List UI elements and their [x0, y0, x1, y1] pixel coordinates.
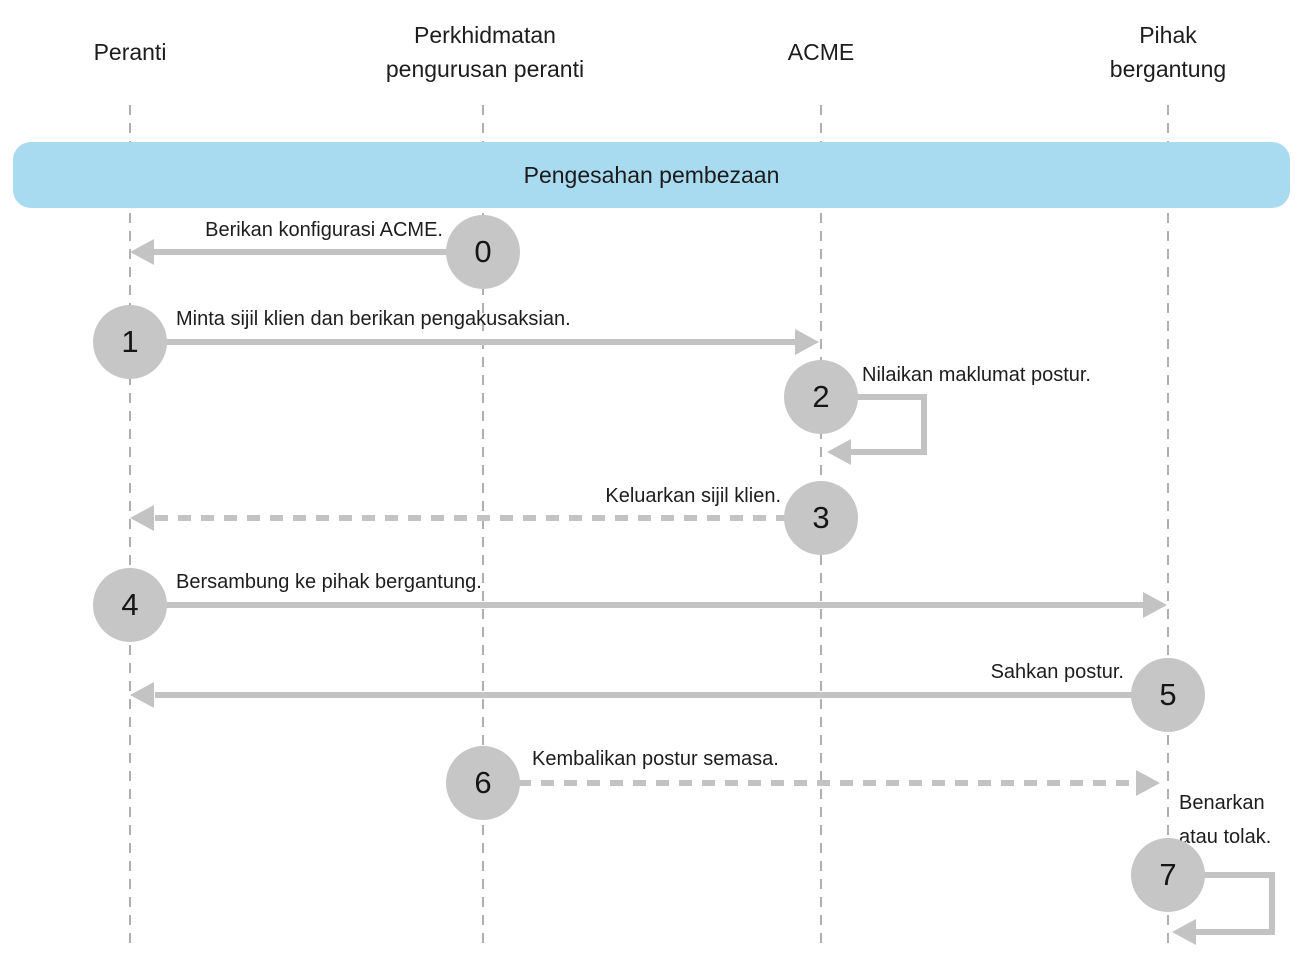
step-7-label: Benarkan atau tolak.	[1179, 792, 1272, 848]
phase-banner: Pengesahan pembezaan	[13, 142, 1290, 208]
step-7-badge: 7	[1131, 838, 1205, 912]
step-1-badge: 1	[93, 305, 167, 379]
step-5-badge: 5	[1131, 658, 1205, 732]
step-4-badge: 4	[93, 568, 167, 642]
step-5-arrowhead-icon	[130, 682, 154, 708]
actor-label-device-management-service: Perkhidmatan pengurusan peranti	[385, 21, 585, 83]
actor-label-relying-party: Pihak bergantung	[1109, 21, 1227, 83]
step-2-badge: 2	[784, 360, 858, 434]
step-4-label: Bersambung ke pihak bergantung.	[176, 571, 482, 593]
step-6-badge: 6	[446, 746, 520, 820]
step-5-arrow-line	[155, 692, 1133, 698]
step-0-arrowhead-icon	[130, 239, 154, 265]
actor-label-acme: ACME	[787, 38, 855, 65]
step-2-arrowhead-icon	[827, 439, 851, 465]
step-2-self-loop	[851, 394, 927, 455]
step-0-badge: 0	[446, 215, 520, 289]
step-7-arrowhead-icon	[1172, 919, 1196, 945]
step-4-arrowhead-icon	[1143, 592, 1167, 618]
step-3-arrow-line	[155, 515, 786, 521]
phase-banner-label: Pengesahan pembezaan	[523, 161, 780, 188]
step-2-label: Nilaikan maklumat postur.	[862, 364, 1091, 386]
step-0-label: Berikan konfigurasi ACME.	[205, 219, 443, 241]
step-1-arrowhead-icon	[795, 329, 819, 355]
step-1-arrow-line	[165, 339, 797, 345]
lifeline-relying-party	[1167, 105, 1169, 945]
step-3-label: Keluarkan sijil klien.	[605, 485, 781, 507]
step-5-label: Sahkan postur.	[990, 661, 1124, 683]
step-3-arrowhead-icon	[130, 505, 154, 531]
step-0-arrow-line	[152, 249, 448, 255]
step-4-arrow-line	[165, 602, 1145, 608]
step-6-arrow-line	[518, 780, 1136, 786]
step-1-label: Minta sijil klien dan berikan pengakusak…	[176, 308, 571, 330]
actor-label-device: Peranti	[93, 38, 167, 65]
step-6-label: Kembalikan postur semasa.	[532, 748, 779, 770]
step-6-arrowhead-icon	[1136, 770, 1160, 796]
step-7-self-loop	[1196, 872, 1275, 935]
step-3-badge: 3	[784, 481, 858, 555]
lifeline-device-management-service	[482, 105, 484, 945]
